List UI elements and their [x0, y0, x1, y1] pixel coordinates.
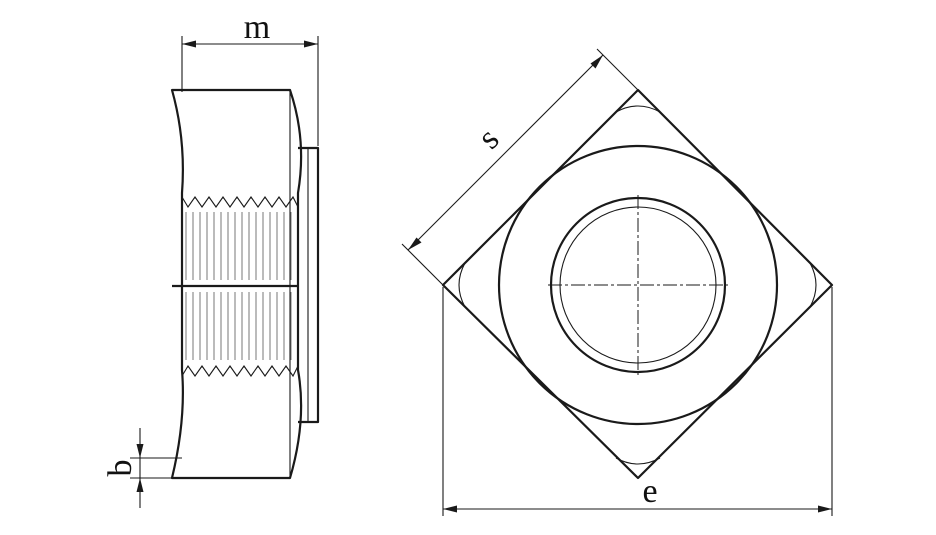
thread-profile-top [181, 195, 299, 209]
corner-chamfer-bottom [615, 457, 661, 465]
side-view-body [170, 88, 303, 480]
corner-chamfer-right [809, 262, 817, 308]
dimension-m: m [181, 9, 319, 146]
dimension-label-m: m [244, 9, 270, 46]
top-view [441, 88, 834, 480]
dimension-label-e: e [642, 473, 657, 510]
side-view [170, 88, 320, 480]
corner-chamfer-top [615, 105, 661, 113]
dimension-b: b [102, 428, 182, 508]
thread-profile-bottom [181, 364, 299, 378]
dimension-label-s: s [471, 121, 507, 157]
square-body-outline [441, 88, 834, 480]
bearing-face-circle [497, 144, 779, 426]
thread-hatching [185, 212, 292, 360]
corner-chamfer-left [458, 262, 466, 308]
dimension-e: e [442, 287, 833, 516]
dimension-s: s [401, 48, 639, 286]
dimension-label-b: b [102, 460, 139, 477]
